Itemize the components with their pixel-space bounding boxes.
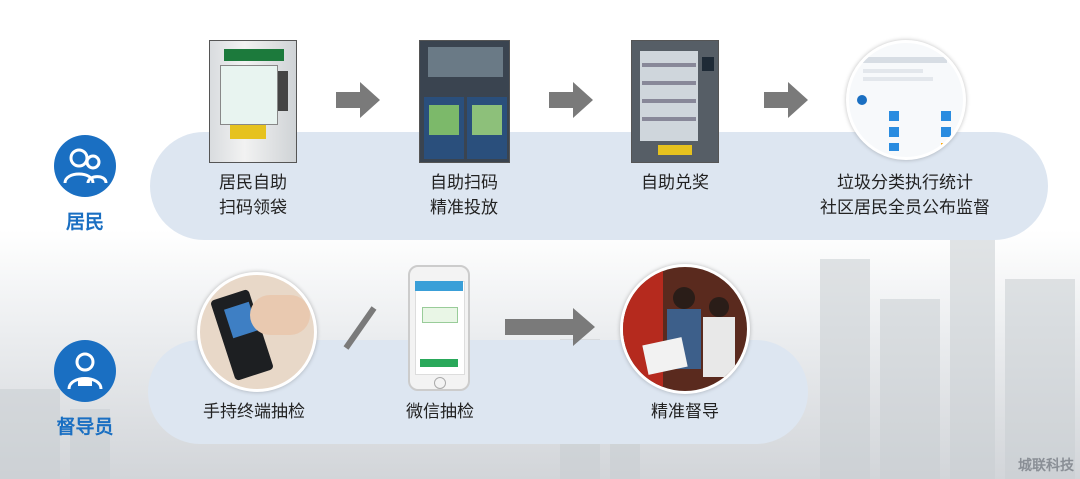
step-line: 社区居民全员公布监督 [820,198,990,218]
handheld-terminal-image [197,272,317,392]
step-line: 自助兑奖 [641,173,709,193]
arrow-right-icon [336,82,380,118]
supervisor-role: 督导员 [35,340,135,439]
arrow-right-icon [764,82,808,118]
step-statistics: 垃圾分类执行统计 社区居民全员公布监督 [800,171,1010,221]
step-line: 居民自助 [219,173,287,193]
step-line: 垃圾分类执行统计 [837,173,973,193]
step-handheld-check: 手持终端抽检 [180,400,328,425]
reward-vending-machine-image [631,40,719,163]
step-scan-disposal: 自助扫码 精准投放 [400,171,528,221]
step-line: 精准投放 [430,198,498,218]
supervision-photo-image [620,264,750,394]
step-line: 手持终端抽检 [203,402,305,422]
wechat-phone-image [408,265,470,391]
step-bag-collection: 居民自助 扫码领袋 [190,171,316,221]
step-wechat-check: 微信抽检 [380,400,500,425]
supervisor-label: 督导员 [56,416,114,438]
arrow-right-icon [549,82,593,118]
step-line: 自助扫码 [430,173,498,193]
step-line: 扫码领袋 [219,198,287,218]
brand-watermark: 城联科技 [1018,458,1074,474]
step-line: 微信抽检 [406,402,474,422]
statistics-screen-image [846,40,966,160]
arrow-right-icon [505,308,595,346]
bag-dispenser-machine-image [209,40,297,163]
resident-label: 居民 [65,211,104,233]
step-line: 精准督导 [651,402,719,422]
smart-sorting-bin-image [419,40,510,163]
step-redeem-reward: 自助兑奖 [612,171,738,196]
step-precise-supervision: 精准督导 [620,400,750,425]
resident-role: 居民 [35,135,135,234]
supervisor-icon [54,340,116,402]
residents-icon [54,135,116,197]
slash-divider-icon [343,306,377,350]
